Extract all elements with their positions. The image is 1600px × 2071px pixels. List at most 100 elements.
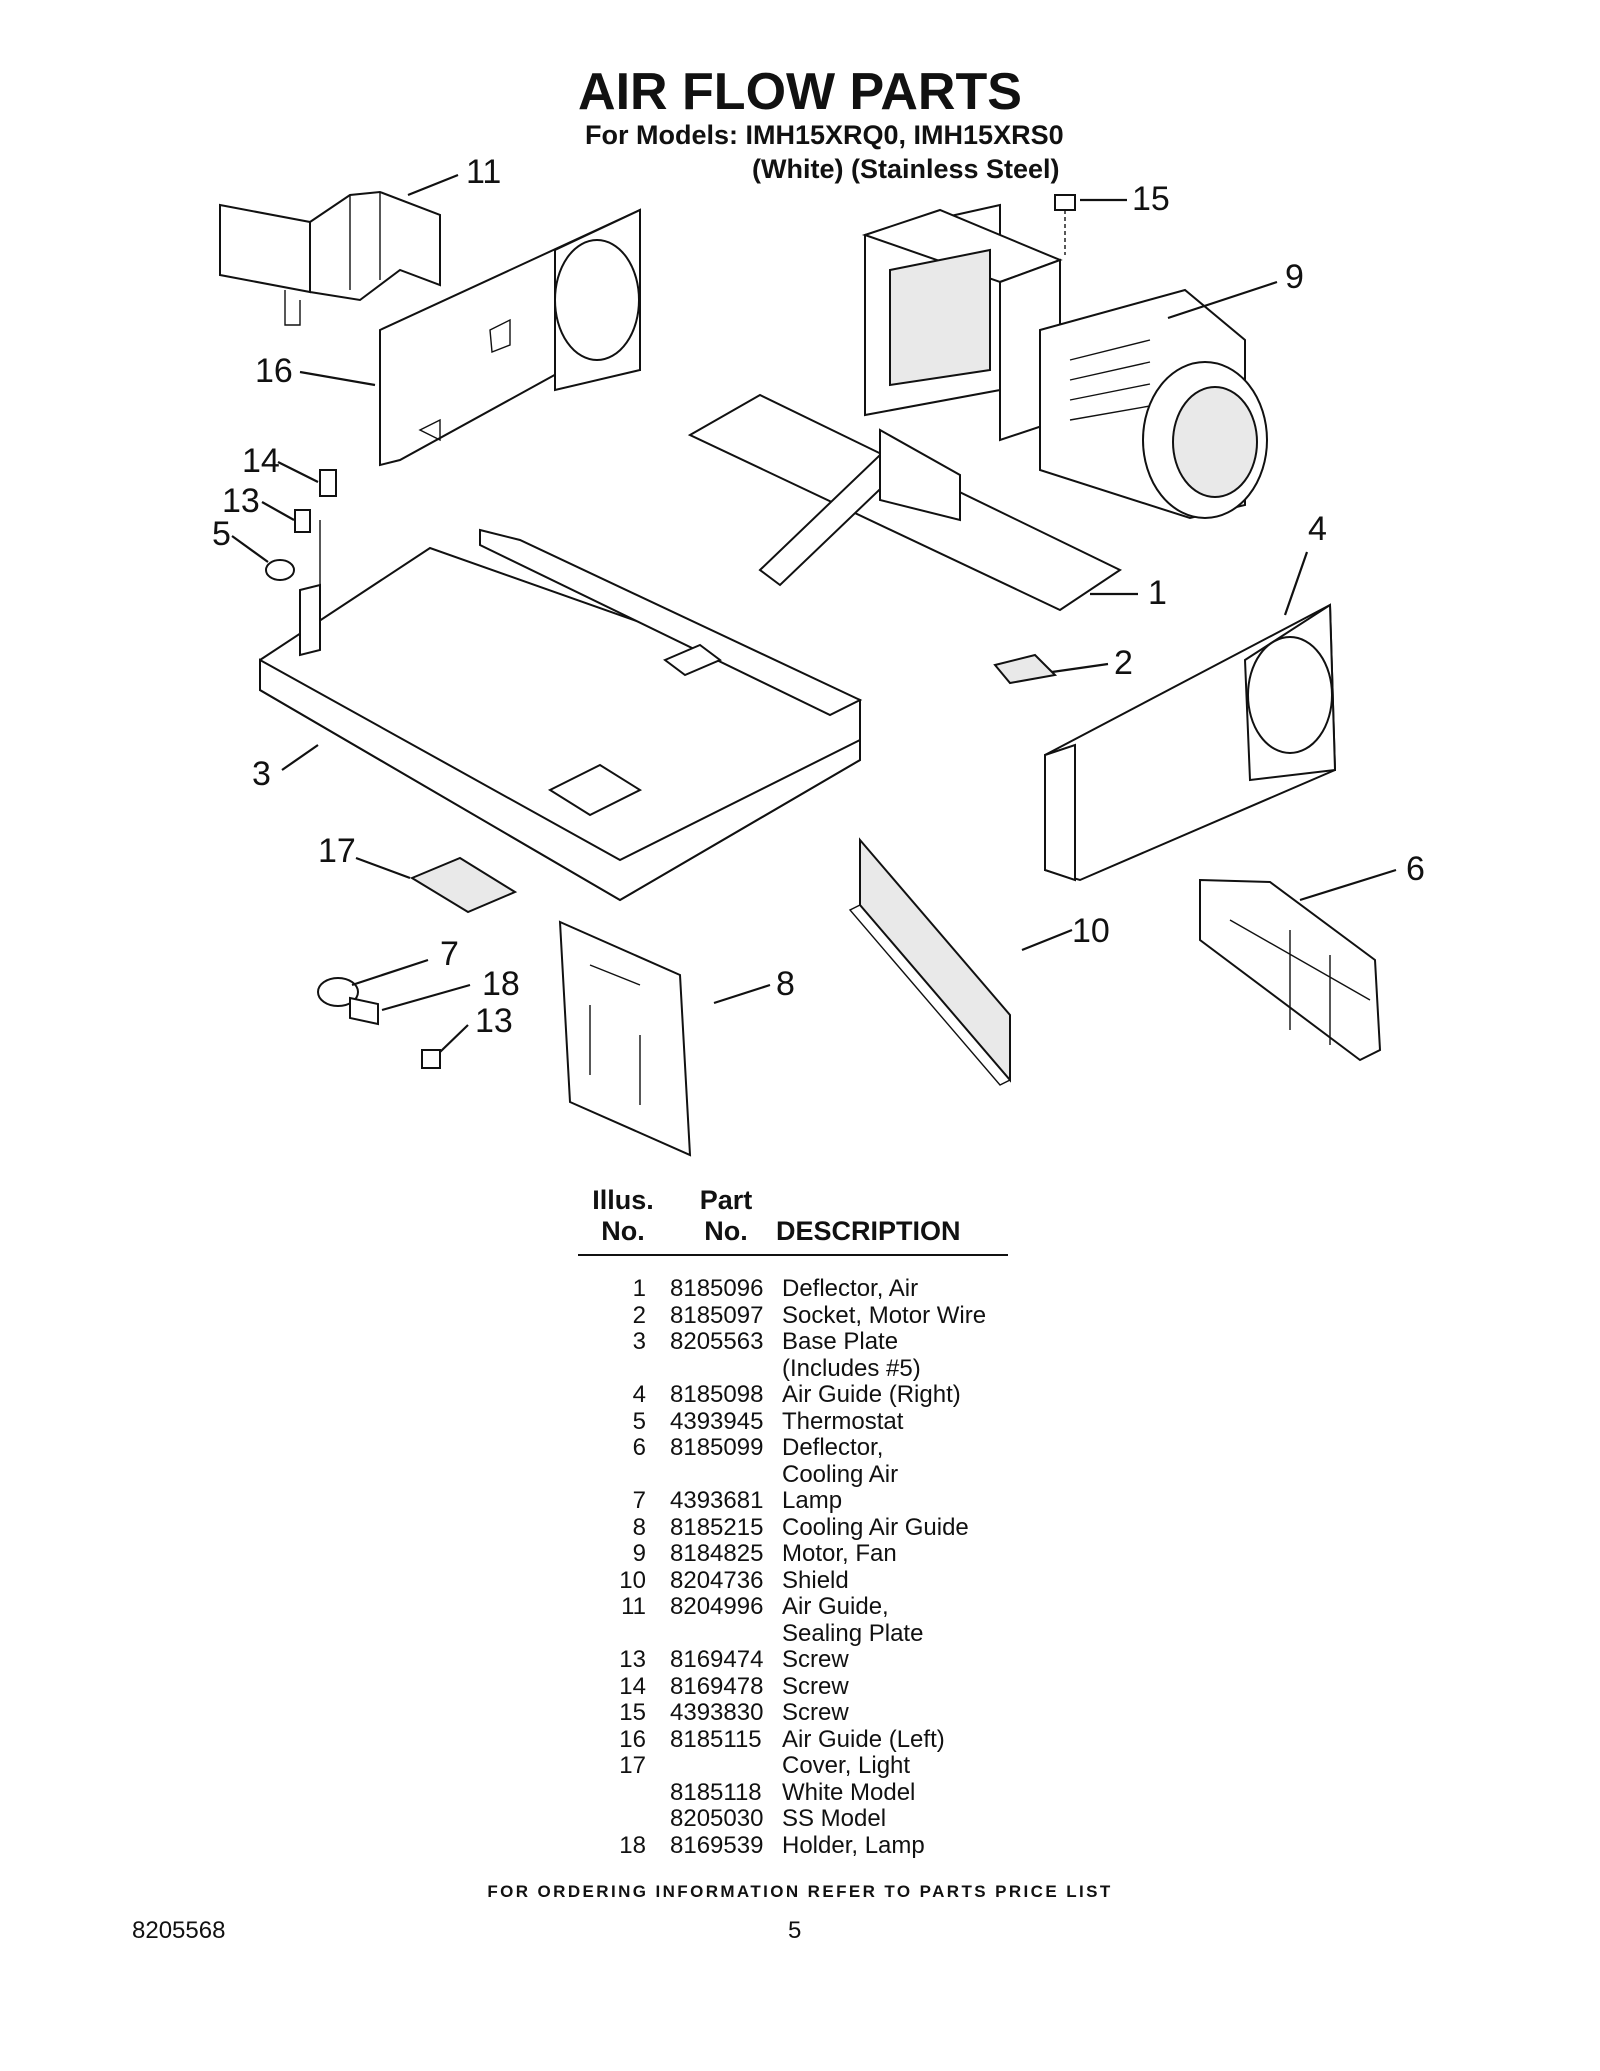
description: Sealing Plate [782,1619,924,1647]
header-description: DESCRIPTION [776,1216,961,1246]
callout-8: 8 [776,965,795,1003]
illus-no: 17 [619,1752,646,1779]
part-18-holder-lamp [349,996,379,1026]
page-number: 5 [788,1917,802,1944]
description: Screw [782,1672,849,1700]
illus-no: 18 [619,1831,646,1859]
illus-no: 9 [632,1540,646,1567]
page-title: AIR FLOW PARTS [578,63,1022,121]
table-row: 2 8185097 Socket, Motor Wire [578,1301,1038,1330]
part-no: 8185099 [670,1434,764,1461]
part-2-socket-motor-wire [993,653,1058,685]
part-no: 8205030 [670,1805,764,1832]
illus-no: 2 [632,1301,646,1329]
part-14-screw [294,509,311,533]
illus-no: 14 [619,1672,646,1700]
part-no: 4393681 [670,1487,764,1514]
table-row: Cooling Air [578,1460,1038,1489]
illus-no: 4 [632,1381,646,1408]
variants-line: (White) (Stainless Steel) [752,154,1060,184]
table-row: 14 8169478 Screw [578,1672,1038,1701]
part-15-screw [1054,194,1076,255]
illus-no: 8 [632,1513,646,1541]
table-row: 17 Cover, Light [578,1752,1038,1780]
description: Air Guide (Left) [782,1725,945,1753]
part-13-screw-lower [421,1049,441,1069]
table-row: 15 4393830 Screw [578,1699,1038,1727]
exploded-parts-diagram: 11 16 14 13 5 15 9 1 2 4 6 3 17 10 8 7 1… [212,153,1425,1157]
callout-5: 5 [212,515,231,553]
callout-4: 4 [1308,510,1327,548]
description: Screw [782,1699,849,1726]
callout-labels: 11 16 14 13 5 15 9 1 2 4 6 3 17 10 8 7 1… [212,153,1425,1040]
part-no: 8185115 [670,1725,762,1753]
part-10-shield [848,837,1012,1086]
header-part-line2: No. [704,1216,748,1246]
description: White Model [782,1778,916,1806]
table-row: 7 4393681 Lamp [578,1487,1038,1515]
callout-18: 18 [482,965,520,1003]
description: Shield [782,1566,849,1594]
part-6-deflector-cooling-air [1199,878,1382,1062]
part-no: 8185215 [670,1513,764,1541]
part-9-fan-motor [861,203,1268,520]
description: Base Plate [782,1328,899,1355]
part-no: 4393945 [670,1407,764,1435]
table-row: 6 8185099 Deflector, [578,1434,1038,1462]
header-part-line1: Part [699,1185,753,1215]
illus-no: 1 [632,1275,646,1302]
part-no: 8185096 [670,1275,764,1302]
callout-13-upper: 14 [242,442,280,480]
leader-lines [231,173,1397,1053]
part-no: 8169474 [670,1646,764,1673]
illus-no: 16 [619,1725,646,1753]
callout-15: 15 [1132,180,1170,218]
description: Lamp [782,1487,843,1514]
description: Socket, Motor Wire [782,1301,987,1329]
table-row: 16 8185115 Air Guide (Left) [578,1725,1038,1754]
part-4-air-guide-right [1044,603,1337,882]
part-5-thermostat [265,559,295,581]
ordering-footer: FOR ORDERING INFORMATION REFER TO PARTS … [487,1882,1113,1901]
description: Motor, Fan [782,1540,897,1567]
callout-13-lower: 13 [475,1002,513,1040]
illus-no: 15 [619,1699,646,1726]
part-13-screw-upper [319,469,337,497]
callout-1: 1 [1148,574,1167,612]
part-no: 8185097 [670,1301,764,1329]
description: Air Guide, [782,1593,889,1620]
illus-no: 6 [632,1434,646,1461]
description: Air Guide (Right) [782,1381,961,1408]
part-16-air-guide-left [379,208,641,467]
callout-9: 9 [1285,258,1304,296]
illus-no: 10 [619,1566,646,1594]
description: (Includes #5) [782,1354,921,1382]
part-no: 8169478 [670,1672,764,1700]
illus-no: 11 [621,1593,646,1620]
part-no: 4393830 [670,1699,764,1726]
header-illus-line1: Illus. [592,1185,654,1215]
description: Cover, Light [782,1752,911,1779]
description: Cooling Air [782,1460,899,1488]
part-11-air-guide-sealing-plate [219,190,441,326]
part-no: 8169539 [670,1831,764,1859]
part-no: 8204736 [670,1566,764,1594]
callout-14: 13 [222,482,260,520]
illus-no: 7 [632,1487,646,1514]
description: Thermostat [782,1407,904,1435]
header-rule [578,1254,1008,1256]
description: Deflector, [782,1434,884,1461]
models-line: For Models: IMH15XRQ0, IMH15XRS0 [585,120,1064,150]
document-number: 8205568 [132,1917,226,1944]
table-row: Sealing Plate [578,1619,1038,1648]
part-1-air-deflector [687,393,1123,612]
